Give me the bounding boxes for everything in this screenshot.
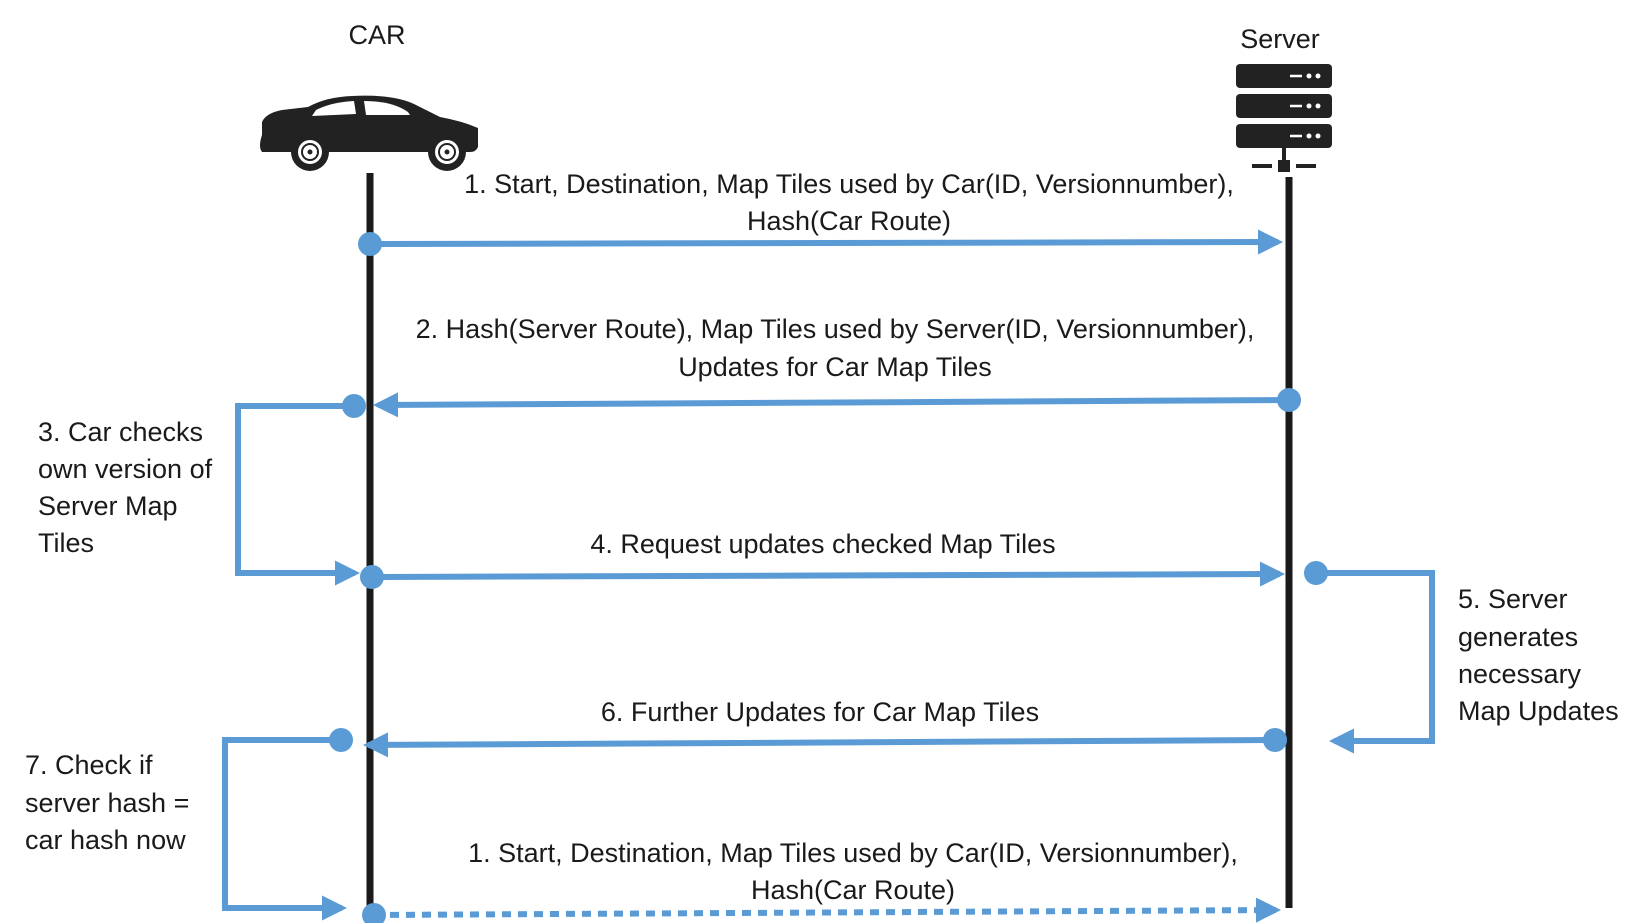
message-1-repeat: 1. Start, Destination, Map Tiles used by… — [362, 838, 1282, 923]
server-icon — [1236, 64, 1332, 172]
car-check-line3: Server Map — [38, 491, 178, 521]
hash-check-line3: car hash now — [25, 825, 186, 855]
server-title: Server — [1240, 24, 1320, 54]
message-4-label: 4. Request updates checked Map Tiles — [590, 529, 1055, 559]
server-generate-line3: necessary — [1458, 659, 1582, 689]
car-title: CAR — [348, 20, 405, 50]
message-2-label-line2: Updates for Car Map Tiles — [678, 352, 992, 382]
message-1-repeat-label-line1: 1. Start, Destination, Map Tiles used by… — [468, 838, 1238, 868]
server-generate-step: 5. Server generates necessary Map Update… — [1304, 561, 1619, 754]
message-6-label: 6. Further Updates for Car Map Tiles — [601, 697, 1039, 727]
message-1: 1. Start, Destination, Map Tiles used by… — [358, 169, 1284, 256]
hash-check-step: 7. Check if server hash = car hash now — [25, 728, 353, 921]
server-generate-line2: generates — [1458, 622, 1578, 652]
car-check-step: 3. Car checks own version of Server Map … — [38, 394, 366, 586]
message-1-label-line2: Hash(Car Route) — [747, 206, 951, 236]
server-generate-line1: 5. Server — [1458, 584, 1568, 614]
hash-check-line2: server hash = — [25, 788, 189, 818]
message-1-repeat-label-line2: Hash(Car Route) — [751, 875, 955, 905]
message-1-label-line1: 1. Start, Destination, Map Tiles used by… — [464, 169, 1234, 199]
message-2: 2. Hash(Server Route), Map Tiles used by… — [372, 314, 1301, 418]
car-check-line1: 3. Car checks — [38, 417, 203, 447]
message-4: 4. Request updates checked Map Tiles — [360, 529, 1286, 589]
message-6: 6. Further Updates for Car Map Tiles — [362, 697, 1287, 758]
car-check-line4: Tiles — [38, 528, 94, 558]
car-icon — [260, 95, 478, 171]
car-check-line2: own version of — [38, 454, 213, 484]
hash-check-line1: 7. Check if — [25, 750, 153, 780]
message-2-label-line1: 2. Hash(Server Route), Map Tiles used by… — [416, 314, 1255, 344]
server-generate-line4: Map Updates — [1458, 696, 1619, 726]
